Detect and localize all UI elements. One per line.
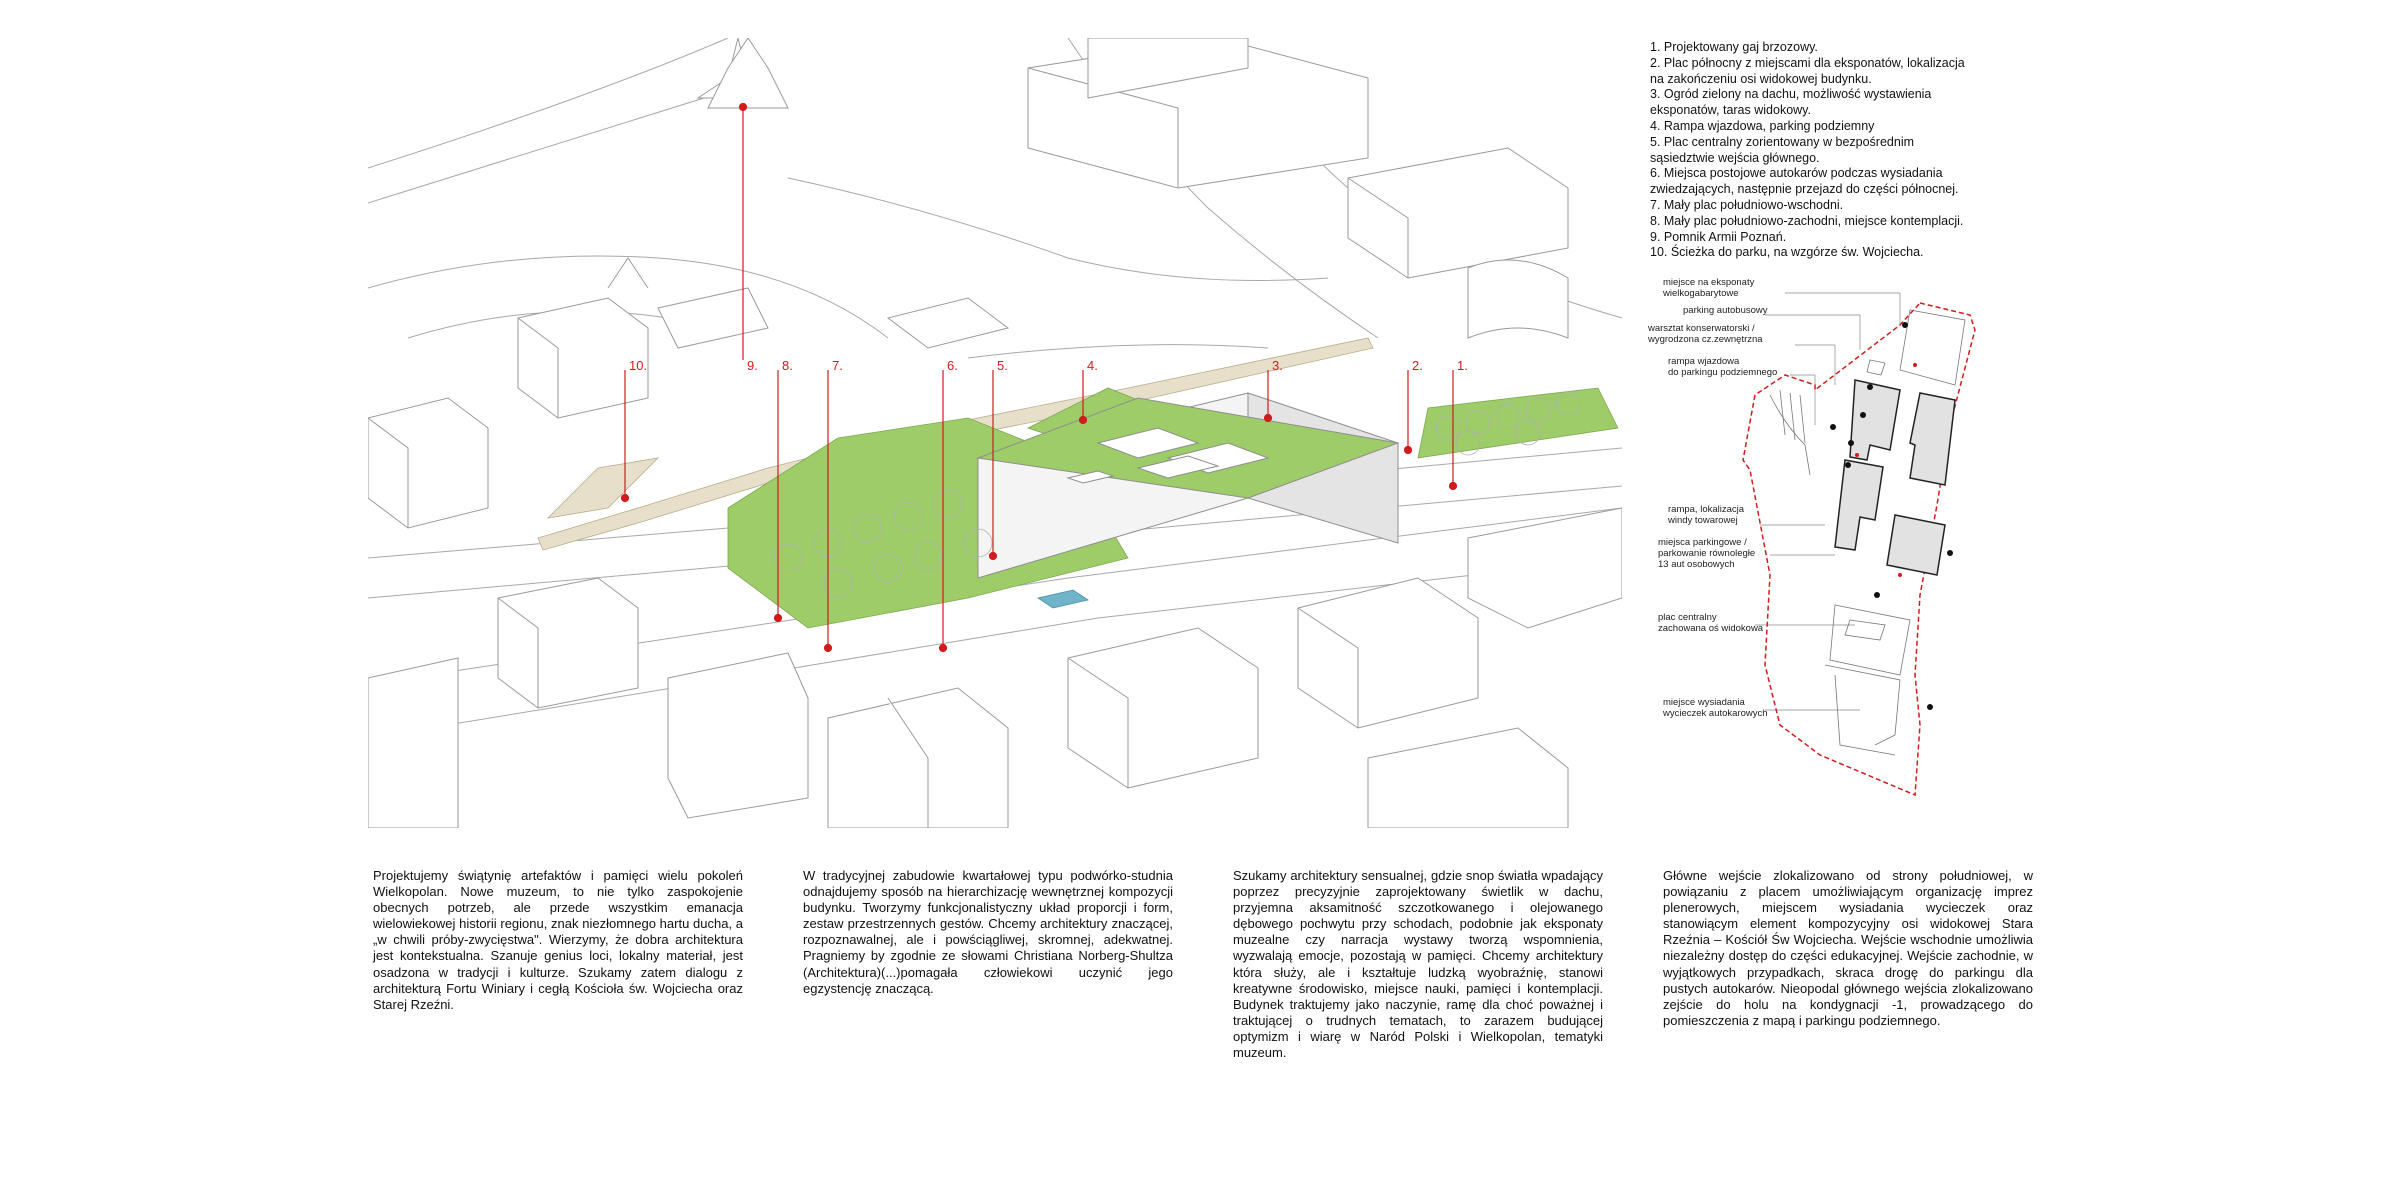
- label-8: 8.: [782, 358, 793, 373]
- legend-item: 3. Ogród zielony na dachu, możliwość wys…: [1650, 87, 1932, 118]
- label-parking-spaces: miejsca parkingowe /parkowanie równoległ…: [1658, 537, 1755, 570]
- label-1: 1.: [1457, 358, 1468, 373]
- text-column-2: W tradycyjnej zabudowie kwartałowej typu…: [803, 868, 1173, 996]
- label-7: 7.: [832, 358, 843, 373]
- legend-list: 1. Projektowany gaj brzozowy. 2. Plac pó…: [1650, 40, 1980, 261]
- context-buildings: [368, 38, 1622, 828]
- site-plan-markers: [1830, 322, 1953, 710]
- legend-item: 6. Miejsca postojowe autokarów podczas w…: [1650, 166, 1959, 197]
- water-basin: [1037, 589, 1089, 609]
- legend-item: 5. Plac centralny zorientowany w bezpośr…: [1650, 134, 1915, 165]
- label-workshop: warsztat konserwatorski /wygrodzona cz.z…: [1647, 323, 1763, 345]
- label-2: 2.: [1412, 358, 1423, 373]
- label-bus-parking: parking autobusowy: [1683, 305, 1768, 316]
- text-column-4: Główne wejście zlokalizowano od strony p…: [1663, 868, 2033, 1028]
- building-volumes: [1834, 379, 1956, 576]
- legend-item: 8. Mały plac południowo-zachodni, miejsc…: [1650, 213, 1964, 228]
- legend-item: 2. Plac północny z miejscami dla ekspona…: [1650, 55, 1965, 86]
- label-10: 10.: [629, 358, 647, 373]
- text-column-1: Projektujemy świątynię artefaktów i pami…: [373, 868, 743, 1012]
- legend-item: 4. Rampa wjazdowa, parking podziemny: [1650, 118, 1875, 133]
- trees: [773, 391, 1581, 598]
- leader-lines: [620, 102, 1458, 653]
- label-3: 3.: [1272, 358, 1283, 373]
- label-4: 4.: [1087, 358, 1098, 373]
- site-plan-red-markers: [1855, 363, 1917, 577]
- site-plan-context: [1769, 309, 1966, 756]
- text-column-3: Szukamy architektury sensualnej, gdzie s…: [1233, 868, 1603, 1061]
- label-6: 6.: [947, 358, 958, 373]
- axonometric-site-drawing: 10. 9. 8. 7. 6. 5. 4. 3. 2. 1.: [368, 38, 1622, 828]
- legend-item: 10. Ścieżka do parku, na wzgórze św. Woj…: [1650, 245, 1924, 260]
- label-9: 9.: [747, 358, 758, 373]
- legend-item: 9. Pomnik Armii Poznań.: [1650, 229, 1787, 244]
- label-5: 5.: [997, 358, 1008, 373]
- monument: [707, 38, 789, 109]
- site-plan-callouts: [1755, 292, 1901, 711]
- legend-item: 7. Mały plac południowo-wschodni.: [1650, 197, 1844, 212]
- legend-item: 1. Projektowany gaj brzozowy.: [1650, 40, 1818, 54]
